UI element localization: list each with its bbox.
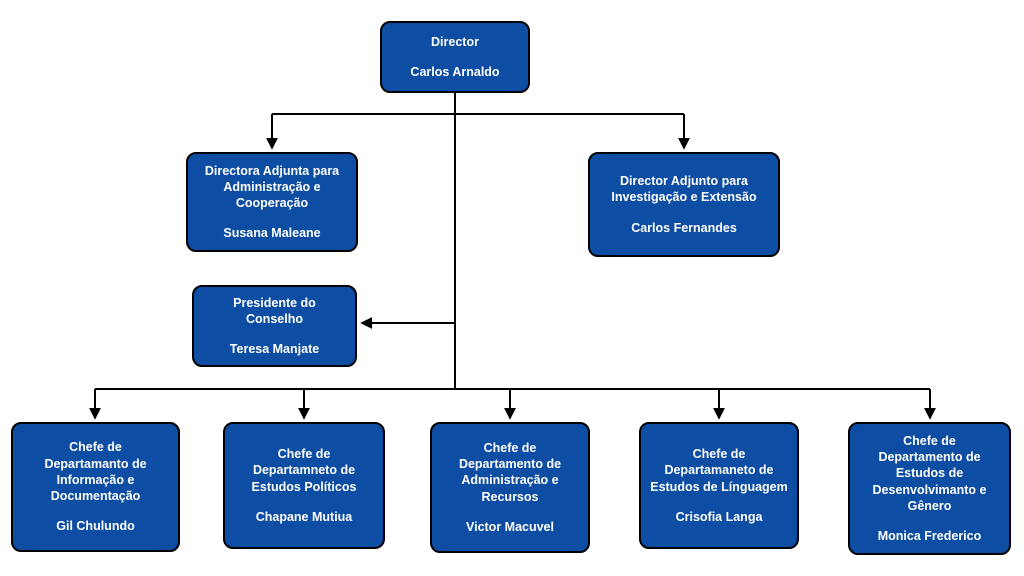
node-person-name: Victor Macuvel	[465, 519, 554, 534]
node-person-name: Chapane Mutiua	[255, 509, 353, 524]
node-person-name: Monica Frederico	[877, 529, 982, 543]
node-title: Chefe de Departamaneto de Estudos de Lín…	[650, 447, 788, 494]
org-node-presidente-conselho: Presidente do Conselho Teresa Manjate	[192, 285, 357, 367]
org-node-director: Director Carlos Arnaldo	[380, 21, 530, 93]
node-title: Chefe de Departamento de Estudos de Dese…	[872, 433, 987, 513]
org-node-adjunta-admin: Directora Adjunta para Administração e C…	[186, 152, 358, 252]
node-title: Chefe de Departamento de Administração e…	[458, 440, 562, 504]
node-title: Directora Adjunta para Administração e C…	[204, 163, 340, 211]
org-node-dept-linguagem: Chefe de Departamaneto de Estudos de Lín…	[639, 422, 799, 549]
node-person-name: Carlos Arnaldo	[410, 65, 500, 79]
org-node-dept-desenvolvimento: Chefe de Departamento de Estudos de Dese…	[848, 422, 1011, 555]
node-person-name: Carlos Fernandes	[631, 220, 737, 235]
org-node-dept-politicos: Chefe de Departamneto de Estudos Polític…	[223, 422, 385, 549]
org-node-adjunto-investigacao: Director Adjunto para Investigação e Ext…	[588, 152, 780, 257]
node-person-name: Crisofia Langa	[675, 509, 763, 524]
org-node-dept-administracao: Chefe de Departamento de Administração e…	[430, 422, 590, 553]
node-person-name: Susana Maleane	[223, 226, 321, 241]
node-title: Director Adjunto para Investigação e Ext…	[611, 174, 757, 205]
org-node-dept-informacao: Chefe de Departamanto de Informação e Do…	[11, 422, 180, 552]
node-person-name: Gil Chulundo	[56, 519, 135, 534]
node-title: Presidente do Conselho	[233, 295, 316, 326]
node-title: Director	[431, 34, 479, 49]
node-title: Chefe de Departamanto de Informação e Do…	[44, 440, 147, 504]
node-person-name: Teresa Manjate	[229, 342, 320, 357]
node-title: Chefe de Departamneto de Estudos Polític…	[251, 447, 357, 494]
